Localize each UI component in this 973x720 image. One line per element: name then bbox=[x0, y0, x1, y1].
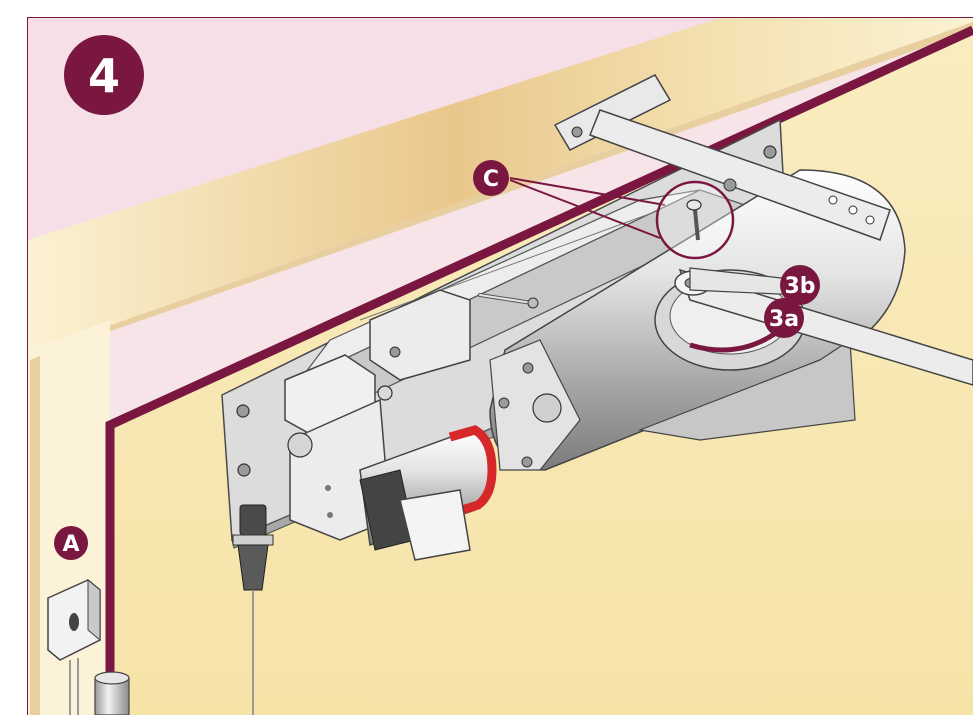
callout-c-label: C bbox=[483, 167, 499, 192]
callout-c-badge: C bbox=[473, 160, 509, 196]
callout-3a-badge: 3a bbox=[764, 298, 804, 338]
cable-connector bbox=[232, 504, 274, 715]
callout-3a-label: 3a bbox=[769, 307, 799, 332]
lock-cylinder bbox=[359, 425, 497, 561]
step-badge: 4 bbox=[64, 35, 144, 115]
callout-3b-label: 3b bbox=[784, 274, 815, 299]
callout-a-badge: A bbox=[54, 526, 88, 560]
callout-a-label: A bbox=[62, 532, 79, 557]
floor-post bbox=[94, 671, 130, 716]
callout-c-highlight bbox=[509, 177, 735, 260]
upper-arm bbox=[553, 74, 891, 241]
callout-3b-badge: 3b bbox=[780, 265, 820, 305]
wall-switch bbox=[47, 578, 101, 715]
step-number: 4 bbox=[88, 49, 120, 103]
loose-screw bbox=[478, 293, 539, 309]
